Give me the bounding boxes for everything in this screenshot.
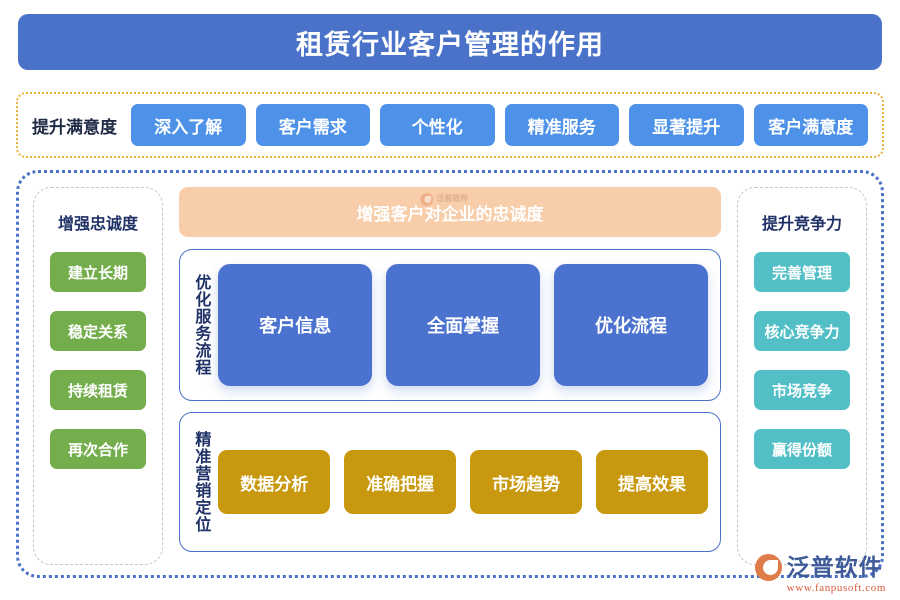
brand-mark-icon xyxy=(754,554,782,581)
loyalty-panel: 增强忠诚度 建立长期 稳定关系 持续租赁 再次合作 xyxy=(33,187,163,565)
competitiveness-chip-1[interactable]: 完善管理 xyxy=(754,252,850,292)
marketing-card-4[interactable]: 提高效果 xyxy=(596,450,708,514)
satisfaction-row: 提升满意度 深入了解 客户需求 个性化 精准服务 显著提升 客户满意度 xyxy=(16,92,884,158)
competitiveness-panel-heading: 提升竞争力 xyxy=(761,216,842,233)
loyalty-chip-4[interactable]: 再次合作 xyxy=(50,429,146,469)
main-body-frame: 增强忠诚度 建立长期 稳定关系 持续租赁 再次合作 泛普软件 增强客户对企业的忠… xyxy=(16,170,884,578)
service-card-3[interactable]: 优化流程 xyxy=(554,264,708,386)
marketing-group-label: 精准营销定位 xyxy=(192,431,210,533)
satisfaction-row-label: 提升满意度 xyxy=(32,117,117,137)
satisfaction-chip-4[interactable]: 精准服务 xyxy=(504,104,619,146)
center-column: 泛普软件 增强客户对企业的忠诚度 优化服务流程 客户信息 全面掌握 优化流程 精… xyxy=(179,187,721,561)
page-title: 租赁行业客户管理的作用 xyxy=(296,29,604,60)
loyalty-banner: 泛普软件 增强客户对企业的忠诚度 xyxy=(179,187,721,237)
brand-name: 泛普软件 xyxy=(786,554,883,580)
competitiveness-chip-4[interactable]: 赢得份额 xyxy=(754,429,850,469)
satisfaction-chip-2[interactable]: 客户需求 xyxy=(255,104,370,146)
marketing-card-1[interactable]: 数据分析 xyxy=(218,450,331,514)
competitiveness-panel: 提升竞争力 完善管理 核心竞争力 市场竞争 赢得份额 xyxy=(737,187,867,565)
page-title-bar: 租赁行业客户管理的作用 xyxy=(18,14,882,70)
marketing-group: 精准营销定位 数据分析 准确把握 市场趋势 提高效果 xyxy=(179,412,721,552)
satisfaction-chip-1[interactable]: 深入了解 xyxy=(131,104,246,146)
brand-url: www.fanpusoft.com xyxy=(786,582,886,594)
service-card-1[interactable]: 客户信息 xyxy=(218,264,373,386)
loyalty-banner-text: 增强客户对企业的忠诚度 xyxy=(356,204,544,224)
service-card-2[interactable]: 全面掌握 xyxy=(386,264,541,386)
satisfaction-chip-5[interactable]: 显著提升 xyxy=(629,104,744,146)
competitiveness-chip-3[interactable]: 市场竞争 xyxy=(754,370,850,410)
satisfaction-chip-3[interactable]: 个性化 xyxy=(380,104,495,146)
brand-logo: 泛普软件 www.fanpusoft.com xyxy=(754,554,886,594)
marketing-card-3[interactable]: 市场趋势 xyxy=(470,450,583,514)
loyalty-chip-3[interactable]: 持续租赁 xyxy=(50,370,146,410)
brand-logo-row: 泛普软件 xyxy=(754,554,883,581)
marketing-card-2[interactable]: 准确把握 xyxy=(344,450,457,514)
service-process-label: 优化服务流程 xyxy=(192,274,210,376)
satisfaction-chip-6[interactable]: 客户满意度 xyxy=(753,104,868,146)
service-card-track: 客户信息 全面掌握 优化流程 xyxy=(218,260,708,390)
loyalty-panel-heading: 增强忠诚度 xyxy=(57,216,138,233)
service-process-group: 优化服务流程 客户信息 全面掌握 优化流程 xyxy=(179,249,721,401)
marketing-card-track: 数据分析 准确把握 市场趋势 提高效果 xyxy=(218,423,708,541)
competitiveness-chip-2[interactable]: 核心竞争力 xyxy=(754,311,850,351)
loyalty-chip-1[interactable]: 建立长期 xyxy=(50,252,146,292)
loyalty-chip-2[interactable]: 稳定关系 xyxy=(50,311,146,351)
